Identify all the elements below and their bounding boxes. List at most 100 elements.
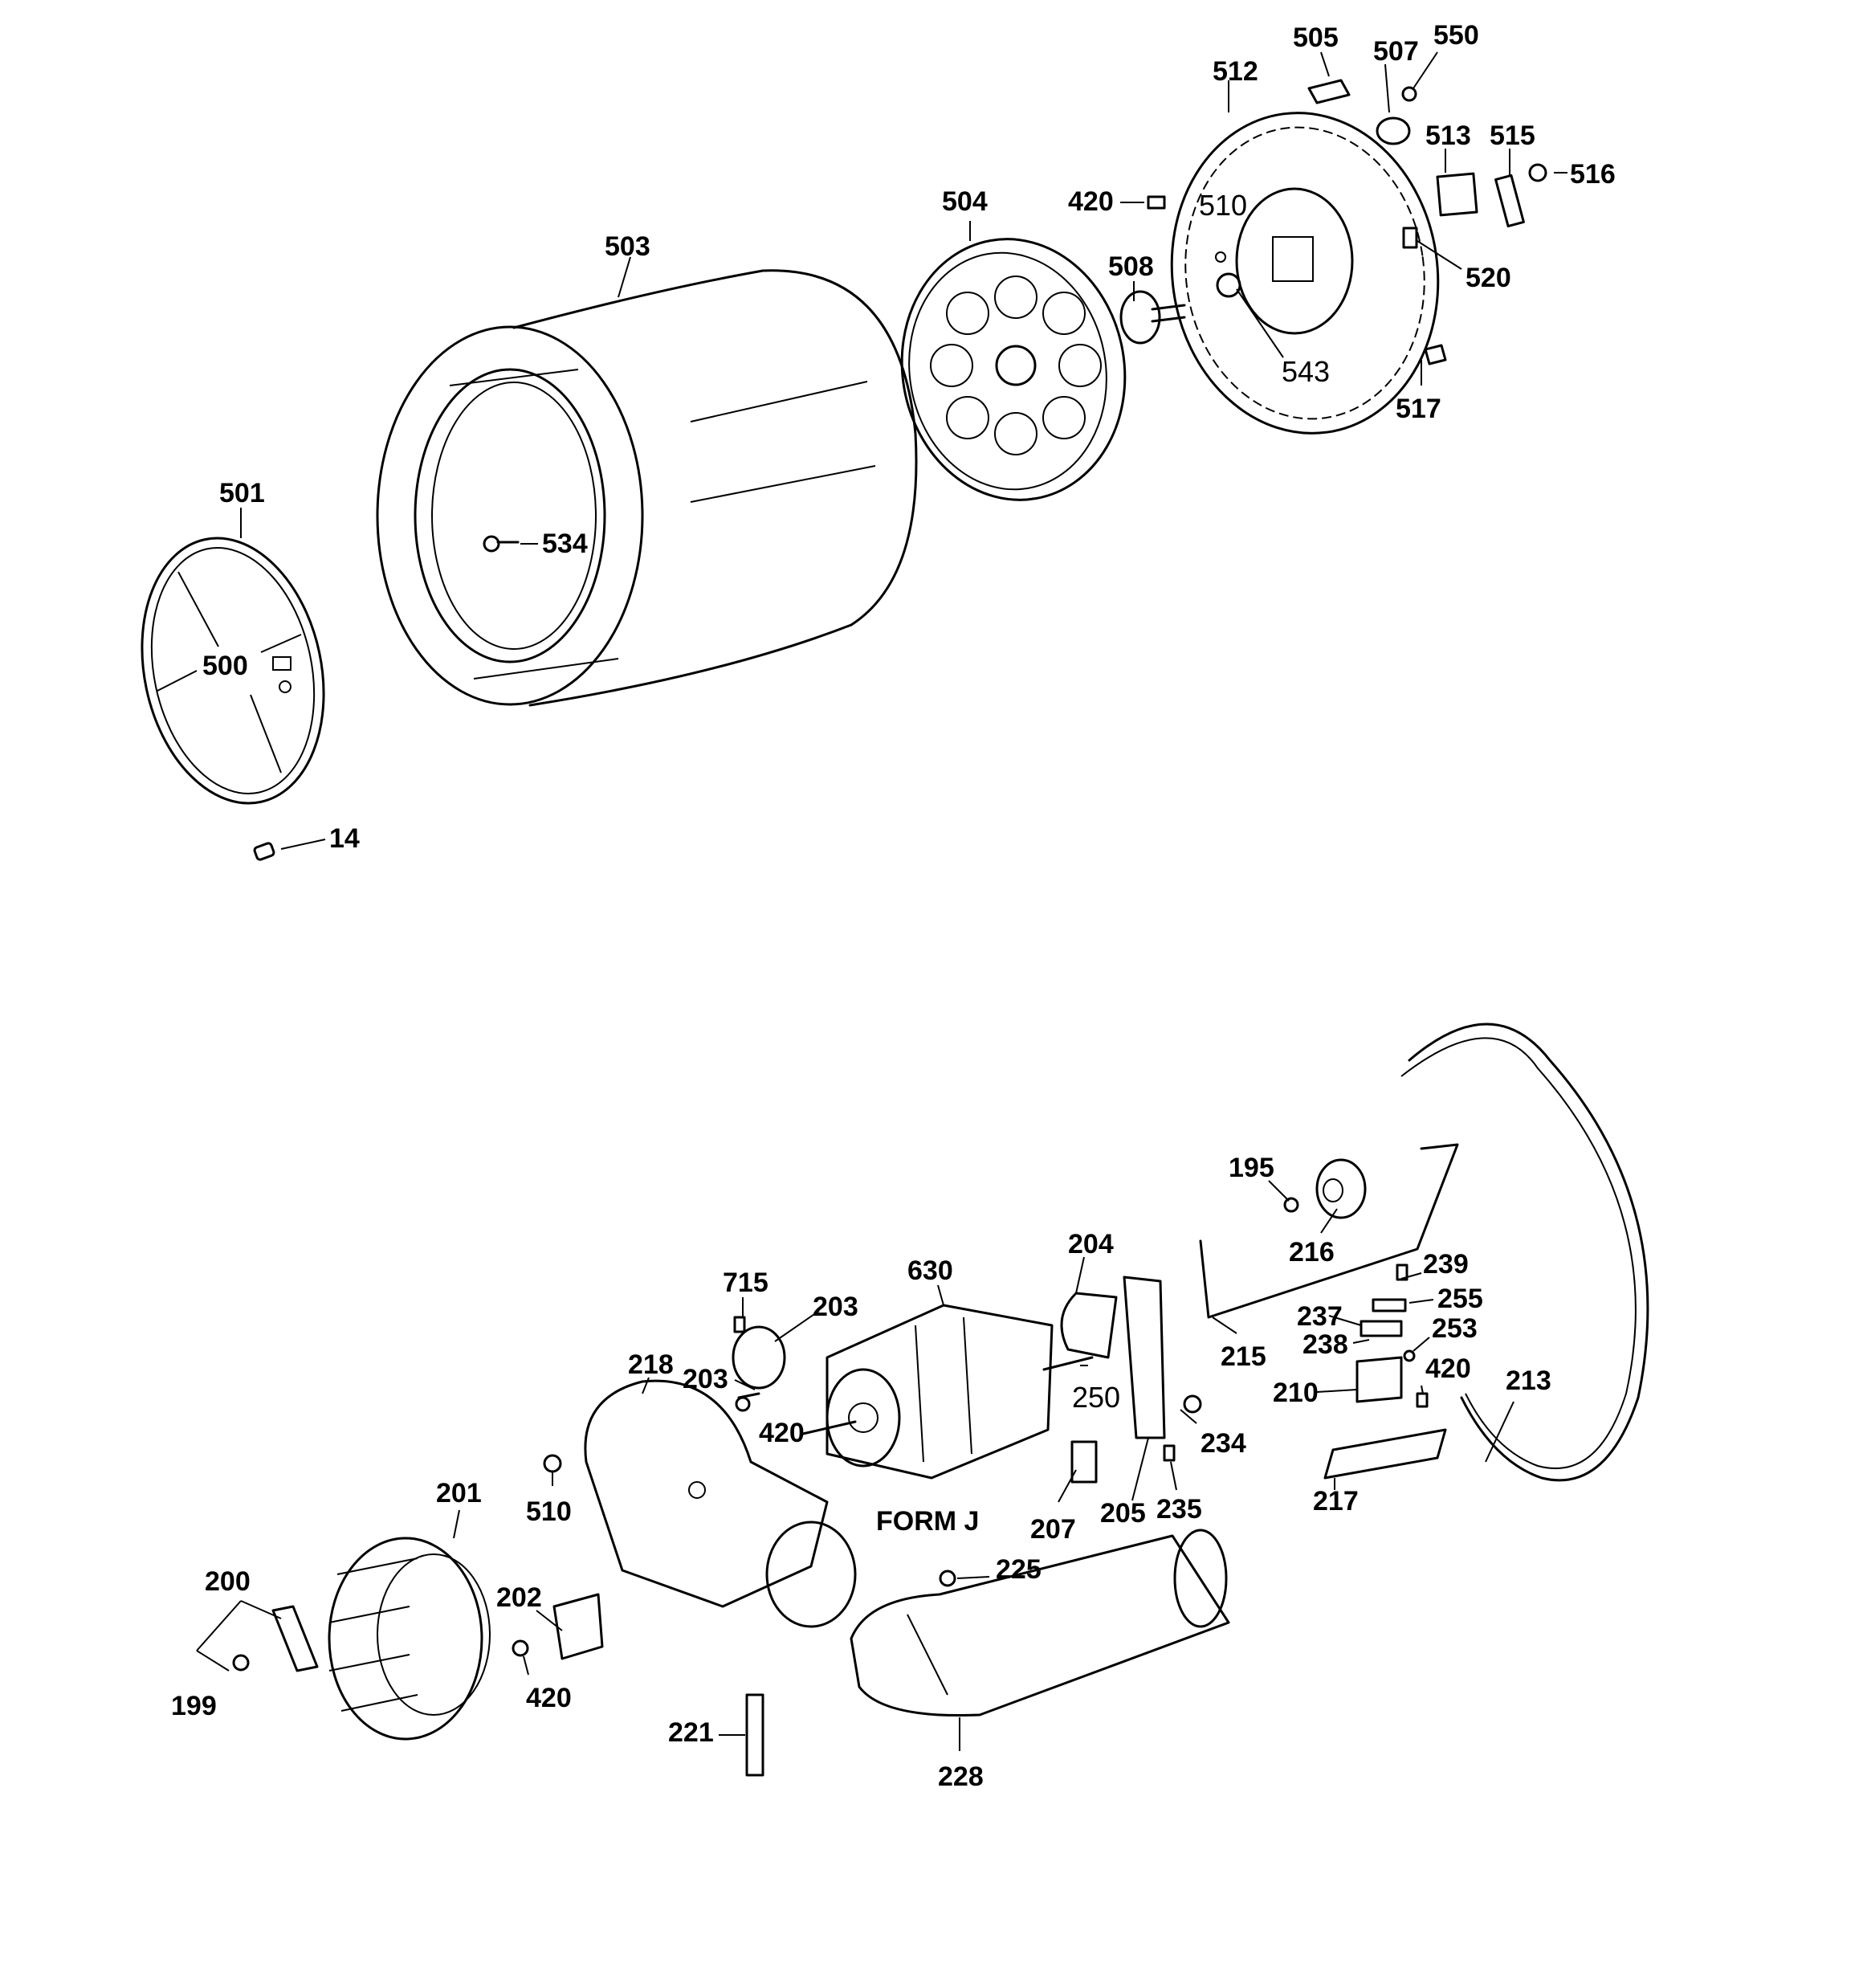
label-520: 520 <box>1466 263 1511 293</box>
label-500: 500 <box>202 651 248 681</box>
label-510-top: 510 <box>1199 189 1247 222</box>
label-250: 250 <box>1072 1381 1120 1414</box>
part-221-seal-strip <box>745 1693 764 1777</box>
part-513-plate <box>1436 172 1478 217</box>
label-201: 201 <box>436 1478 482 1508</box>
form-label: FORM J <box>876 1506 979 1537</box>
part-210-bracket <box>1355 1356 1403 1403</box>
label-234: 234 <box>1201 1428 1246 1459</box>
part-501-drum-ring <box>141 537 325 805</box>
label-205: 205 <box>1100 1498 1146 1529</box>
part-228-exhaust-duct <box>850 1529 1230 1717</box>
part-503-drum <box>376 269 918 707</box>
label-199: 199 <box>171 1691 217 1721</box>
part-630-motor <box>801 1304 1094 1480</box>
label-507: 507 <box>1373 36 1419 67</box>
label-204: 204 <box>1068 1229 1114 1259</box>
part-207-switch <box>1070 1440 1098 1484</box>
part-515-terminal <box>1494 173 1525 228</box>
label-221: 221 <box>668 1717 714 1748</box>
label-420-motor: 420 <box>759 1418 805 1448</box>
label-420-right: 420 <box>1425 1353 1471 1384</box>
label-14: 14 <box>329 823 360 854</box>
part-520-terminal-block <box>1402 227 1418 249</box>
label-534: 534 <box>542 529 588 559</box>
part-218-blower-housing <box>584 1379 857 1628</box>
part-239-screw <box>1396 1263 1408 1281</box>
label-213: 213 <box>1506 1365 1551 1396</box>
label-508: 508 <box>1108 251 1154 282</box>
label-200: 200 <box>205 1566 251 1597</box>
label-420-cover: 420 <box>526 1683 572 1713</box>
label-255: 255 <box>1437 1284 1483 1314</box>
label-516: 516 <box>1570 159 1616 190</box>
label-543: 543 <box>1282 355 1330 388</box>
part-205-motor-bracket <box>1123 1276 1166 1439</box>
part-195-nut <box>1283 1197 1299 1213</box>
part-201-blower-wheel <box>328 1537 491 1741</box>
part-420-screw-top <box>1147 195 1166 210</box>
label-501: 501 <box>219 478 265 508</box>
part-203-clamp <box>732 1325 786 1399</box>
part-516-nut <box>1528 163 1547 182</box>
part-217-idler-bracket <box>1323 1428 1447 1480</box>
label-510-blower: 510 <box>526 1496 572 1527</box>
part-237-bracket <box>1360 1320 1403 1337</box>
label-215: 215 <box>1221 1341 1266 1372</box>
part-200-bracket <box>271 1605 319 1672</box>
top-leader-lines <box>240 51 1567 850</box>
part-234-nut <box>1183 1394 1202 1414</box>
label-503: 503 <box>605 231 650 262</box>
label-203-upper: 203 <box>813 1292 858 1322</box>
label-512: 512 <box>1213 56 1258 87</box>
part-255-pad <box>1372 1298 1407 1312</box>
part-715-screw <box>733 1316 746 1333</box>
part-517-clip <box>1424 344 1447 365</box>
label-237: 237 <box>1297 1301 1343 1332</box>
label-202: 202 <box>496 1582 542 1613</box>
part-215-idler-arm <box>1199 1143 1459 1319</box>
label-517: 517 <box>1396 394 1441 424</box>
label-515: 515 <box>1490 120 1535 151</box>
part-420-screw-motor <box>735 1396 751 1412</box>
part-253-spring <box>1403 1349 1416 1362</box>
part-550-screw <box>1401 86 1417 102</box>
part-202-cover <box>552 1593 604 1660</box>
part-213-belt <box>1400 1023 1649 1482</box>
part-216-idler-pulley <box>1315 1158 1367 1219</box>
label-207: 207 <box>1030 1514 1076 1545</box>
label-715: 715 <box>723 1268 768 1298</box>
bottom-leader-lines <box>196 1180 1514 1751</box>
part-204-motor-mount-strap <box>1060 1292 1118 1359</box>
label-513: 513 <box>1425 120 1471 151</box>
label-218: 218 <box>628 1349 674 1380</box>
label-630: 630 <box>907 1255 953 1286</box>
part-199-screw <box>232 1654 250 1672</box>
label-253: 253 <box>1432 1313 1478 1344</box>
part-14-clip <box>253 842 275 861</box>
label-505: 505 <box>1293 22 1339 53</box>
label-235: 235 <box>1156 1494 1202 1525</box>
label-504: 504 <box>942 186 988 217</box>
part-420-screw-right <box>1416 1392 1429 1408</box>
label-225: 225 <box>996 1554 1042 1585</box>
part-225-screw <box>939 1570 956 1587</box>
part-534-screw <box>483 535 520 553</box>
part-235-screw <box>1163 1444 1176 1462</box>
label-550: 550 <box>1433 20 1479 51</box>
label-228: 228 <box>938 1761 984 1792</box>
label-238: 238 <box>1302 1329 1348 1360</box>
part-512-heater-housing <box>1170 112 1440 435</box>
label-239: 239 <box>1423 1249 1469 1280</box>
label-195: 195 <box>1229 1153 1274 1183</box>
label-420-top: 420 <box>1068 186 1114 217</box>
part-505-thermostat <box>1307 79 1351 104</box>
label-210: 210 <box>1273 1378 1319 1408</box>
part-504-bulkhead <box>900 238 1127 501</box>
label-203-lower: 203 <box>683 1364 728 1394</box>
label-216: 216 <box>1289 1237 1335 1268</box>
part-420-screw-cover <box>512 1639 529 1657</box>
callout-labels: 505 550 507 512 513 515 516 420 510 520 … <box>171 20 1616 1792</box>
part-507-thermal-fuse <box>1376 116 1411 145</box>
